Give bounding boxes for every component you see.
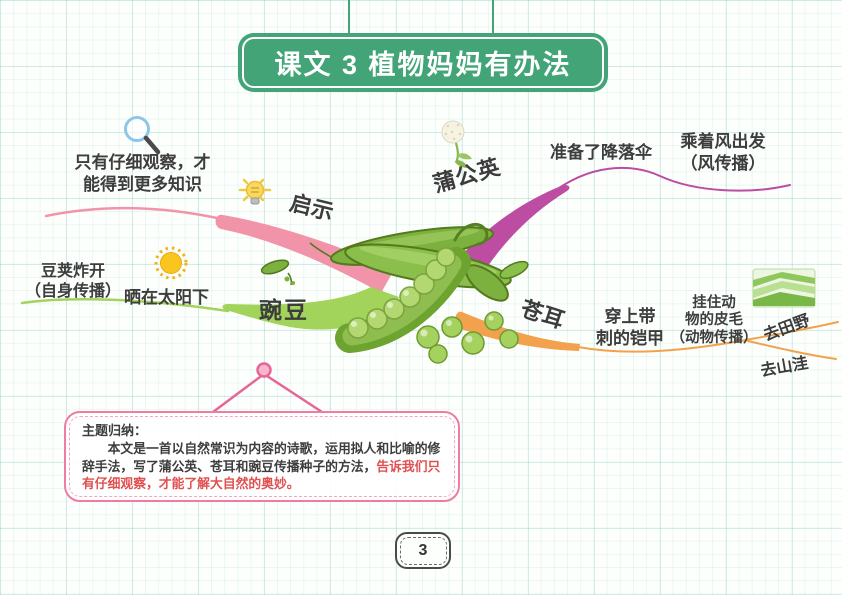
qishi-branch <box>44 206 394 293</box>
pugongying-branch <box>462 166 791 272</box>
summary-box: 主题归纳： 本文是一首以自然常识为内容的诗歌，运用拟人和比喻的修辞手法，写了蒲公… <box>64 411 460 502</box>
page-title: 课文 3 植物妈妈有办法 <box>274 50 572 80</box>
summary-body-black: 本文是一首以自然常识为内容的诗歌，运用拟人和比喻的修辞手法，写了蒲公英、苍耳和豌… <box>82 441 441 474</box>
summary-callout <box>212 362 323 414</box>
summary-heading: 主题归纳： <box>82 423 148 438</box>
canger-branch <box>454 311 839 360</box>
dandelion-icon <box>441 120 472 168</box>
summary-body-red: 告诉我们只有仔细观察，才能了解大自然的奥妙。 <box>82 458 441 492</box>
canger-note-armor: 穿上带 刺的铠甲 <box>596 307 664 348</box>
pugongying-note-wind: 乘着风出发 （风传播） <box>680 132 766 173</box>
pea-illustration <box>309 223 529 364</box>
page-number: 3 <box>399 536 447 565</box>
page-number-badge: 3 <box>395 532 451 569</box>
pea-sprig-icon <box>260 259 295 286</box>
summary-inner-border: 主题归纳： 本文是一首以自然常识为内容的诗歌，运用拟人和比喻的修辞手法，写了蒲公… <box>69 416 455 497</box>
wandou-note-sun: 晒在太阳下 <box>124 288 209 307</box>
magnifier-icon <box>124 116 161 155</box>
lightbulb-icon <box>238 178 272 205</box>
node-wandou-label: 豌豆 <box>259 297 309 323</box>
sun-icon <box>154 246 188 280</box>
central-topic: 课文 3 植物妈妈有办法 <box>238 33 608 92</box>
summary-body: 本文是一首以自然常识为内容的诗歌，运用拟人和比喻的修辞手法，写了蒲公英、苍耳和豌… <box>82 440 442 493</box>
title-connector-line-right <box>492 0 494 34</box>
pugongying-note-parachute: 准备了降落伞 <box>550 143 652 162</box>
title-connector-line-left <box>348 0 350 34</box>
wandou-note-pod: 豆荚炸开 （自身传播） <box>24 263 121 301</box>
field-icon <box>752 268 816 308</box>
canger-note-animal: 挂住动 物的皮毛 （动物传播） <box>670 295 758 346</box>
qishi-note: 只有仔细观察，才 能得到更多知识 <box>74 153 211 194</box>
